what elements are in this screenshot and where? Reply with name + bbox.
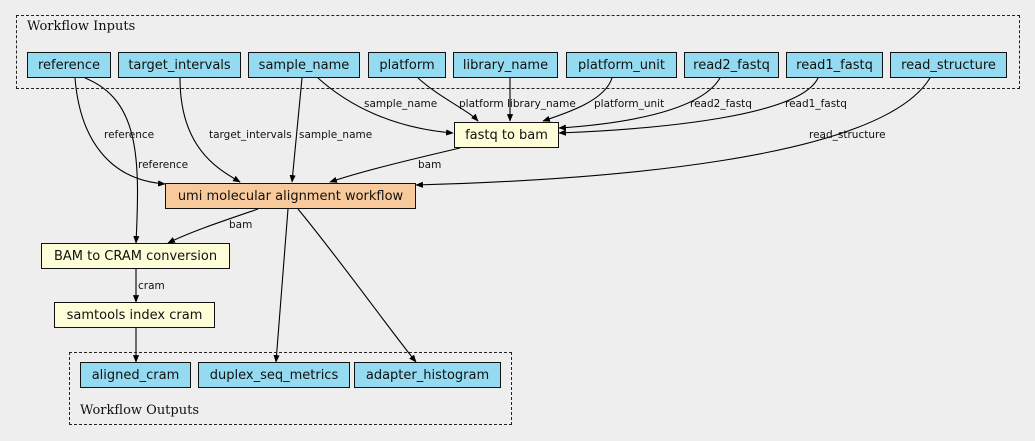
edge-target-intervals-to-umi xyxy=(179,77,241,183)
input-read2-fastq[interactable]: read2_fastq xyxy=(684,52,779,78)
edge-umi-bam-to-cram xyxy=(167,208,259,244)
input-library-name[interactable]: library_name xyxy=(453,52,558,78)
edge-umi-to-duplex-metrics xyxy=(273,208,289,363)
edge-read2-to-fastq xyxy=(558,77,721,131)
edge-reference-to-umi xyxy=(74,77,166,187)
workflow-inputs-cluster xyxy=(16,15,1020,89)
edge-label-target-intervals-umi: target_intervals xyxy=(209,129,292,141)
edge-label-umi-bam-cram: bam xyxy=(229,219,252,231)
edge-fastq-bam-to-umi xyxy=(329,147,461,183)
input-sample-name[interactable]: sample_name xyxy=(248,52,360,78)
edge-label-fastq-bam-umi: bam xyxy=(418,159,441,171)
edge-platform-unit-to-fastq xyxy=(542,77,613,122)
edge-label-reference-cram: reference xyxy=(138,159,188,171)
input-reference[interactable]: reference xyxy=(27,52,111,78)
edge-label-read1-fastq: read1_fastq xyxy=(785,98,847,110)
output-duplex-seq-metrics[interactable]: duplex_seq_metrics xyxy=(198,362,350,388)
edge-reference-to-cram xyxy=(84,77,140,244)
input-target-intervals[interactable]: target_intervals xyxy=(118,52,241,78)
edge-read1-to-fastq xyxy=(558,77,819,136)
workflow-outputs-label: Workflow Outputs xyxy=(80,403,199,418)
input-platform[interactable]: platform xyxy=(368,52,446,78)
input-read1-fastq[interactable]: read1_fastq xyxy=(786,52,883,78)
edge-label-sample-name-fastq: sample_name xyxy=(364,98,437,110)
workflow-outputs-cluster xyxy=(69,352,512,425)
edge-label-platform-unit-fastq: platform_unit xyxy=(594,98,664,110)
edge-read-structure-to-umi xyxy=(415,77,931,188)
edge-label-library-name-fastq: library_name xyxy=(507,98,576,110)
edge-label-sample-name-umi: sample_name xyxy=(299,129,372,141)
edge-sample-name-to-fastq xyxy=(317,77,454,136)
input-platform-unit[interactable]: platform_unit xyxy=(566,52,677,78)
workflow-inputs-label: Workflow Inputs xyxy=(27,19,136,34)
output-aligned-cram[interactable]: aligned_cram xyxy=(80,362,191,388)
step-bam-to-cram[interactable]: BAM to CRAM conversion xyxy=(41,243,230,269)
edge-platform-to-fastq xyxy=(417,77,479,122)
edge-label-cram-index: cram xyxy=(138,280,165,292)
step-fastq-to-bam[interactable]: fastq to bam xyxy=(454,122,559,148)
step-samtools-index[interactable]: samtools index cram xyxy=(54,302,215,328)
edge-umi-to-adapter-histogram xyxy=(297,208,417,363)
input-read-structure[interactable]: read_structure xyxy=(890,52,1007,78)
edge-label-read-structure-umi: read_structure xyxy=(809,129,886,141)
edge-label-platform-fastq: platform xyxy=(459,98,504,110)
output-adapter-histogram[interactable]: adapter_histogram xyxy=(354,362,501,388)
edge-label-reference-umi: reference xyxy=(104,129,154,141)
edge-sample-name-to-umi xyxy=(289,77,303,183)
edge-label-read2-fastq: read2_fastq xyxy=(690,98,752,110)
step-umi-alignment-workflow[interactable]: umi molecular alignment workflow xyxy=(165,183,416,209)
